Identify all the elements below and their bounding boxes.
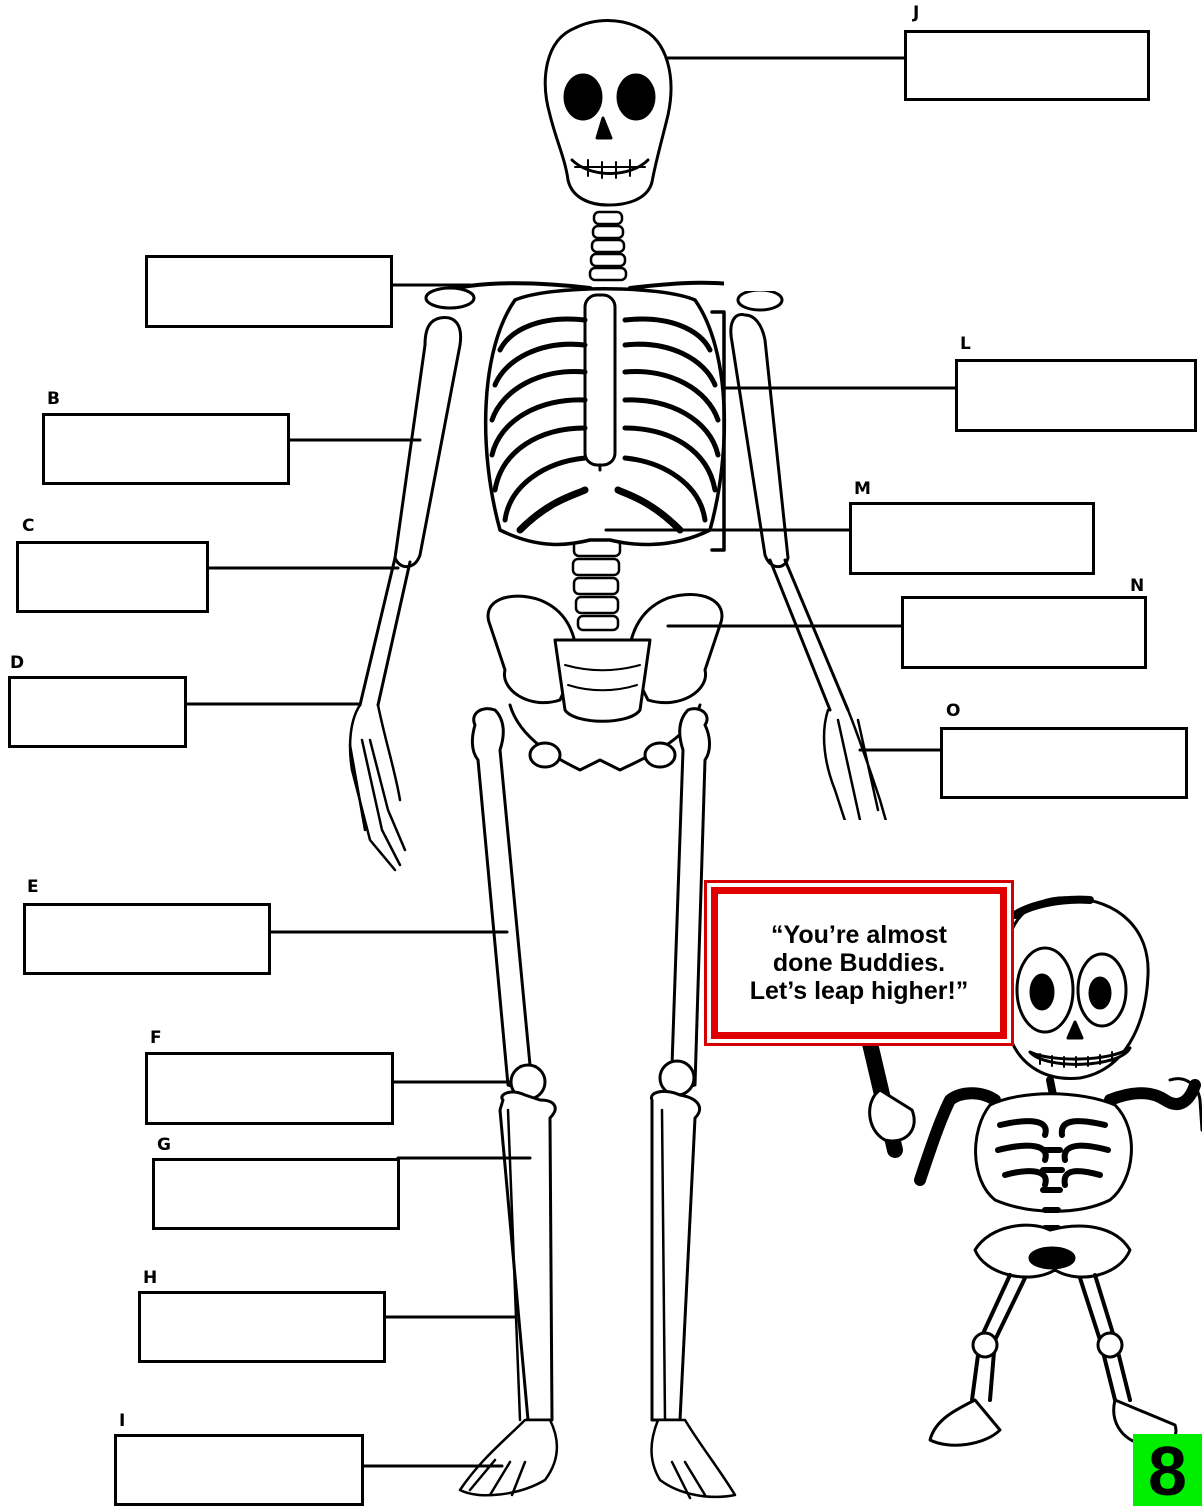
label-d: D: [10, 655, 24, 672]
page-number: 8: [1148, 1436, 1187, 1506]
answer-box-j[interactable]: [904, 30, 1150, 101]
label-m: M: [854, 481, 871, 498]
label-c: C: [22, 518, 34, 535]
speech-sign-frame: “You’re almost done Buddies. Let’s leap …: [711, 887, 1007, 1039]
page-number-badge: 8: [1133, 1434, 1202, 1506]
answer-box-g[interactable]: [152, 1158, 400, 1230]
answer-box-m[interactable]: [849, 502, 1095, 575]
label-i: I: [119, 1413, 125, 1430]
erase-patch: [820, 820, 1120, 854]
feet-drawing: [460, 1420, 735, 1498]
answer-box-o[interactable]: [940, 727, 1188, 799]
label-h: H: [143, 1270, 157, 1287]
answer-box-a[interactable]: [145, 255, 393, 328]
label-g: G: [157, 1137, 171, 1154]
label-e: E: [27, 879, 39, 896]
label-j: J: [913, 5, 919, 22]
answer-box-c[interactable]: [16, 541, 209, 613]
answer-box-f[interactable]: [145, 1052, 394, 1125]
speech-sign: “You’re almost done Buddies. Let’s leap …: [704, 880, 1014, 1046]
label-f: F: [150, 1030, 162, 1047]
label-n: N: [1130, 578, 1144, 595]
answer-box-i[interactable]: [114, 1434, 364, 1506]
erase-patch: [724, 245, 1154, 291]
skull-drawing: [545, 21, 671, 206]
label-b: B: [47, 391, 60, 408]
answer-box-d[interactable]: [8, 676, 187, 748]
answer-box-b[interactable]: [42, 413, 290, 485]
label-o: O: [946, 703, 960, 720]
answer-box-n[interactable]: [901, 596, 1147, 669]
speech-sign-text: “You’re almost done Buddies. Let’s leap …: [750, 921, 969, 1006]
legs-drawing: [472, 709, 709, 1420]
ribcage-drawing: [486, 289, 725, 545]
label-l: L: [960, 336, 971, 353]
answer-box-e[interactable]: [23, 903, 271, 975]
answer-box-h[interactable]: [138, 1291, 386, 1363]
left-arm-drawing: [350, 317, 461, 870]
answer-box-l[interactable]: [955, 359, 1197, 432]
